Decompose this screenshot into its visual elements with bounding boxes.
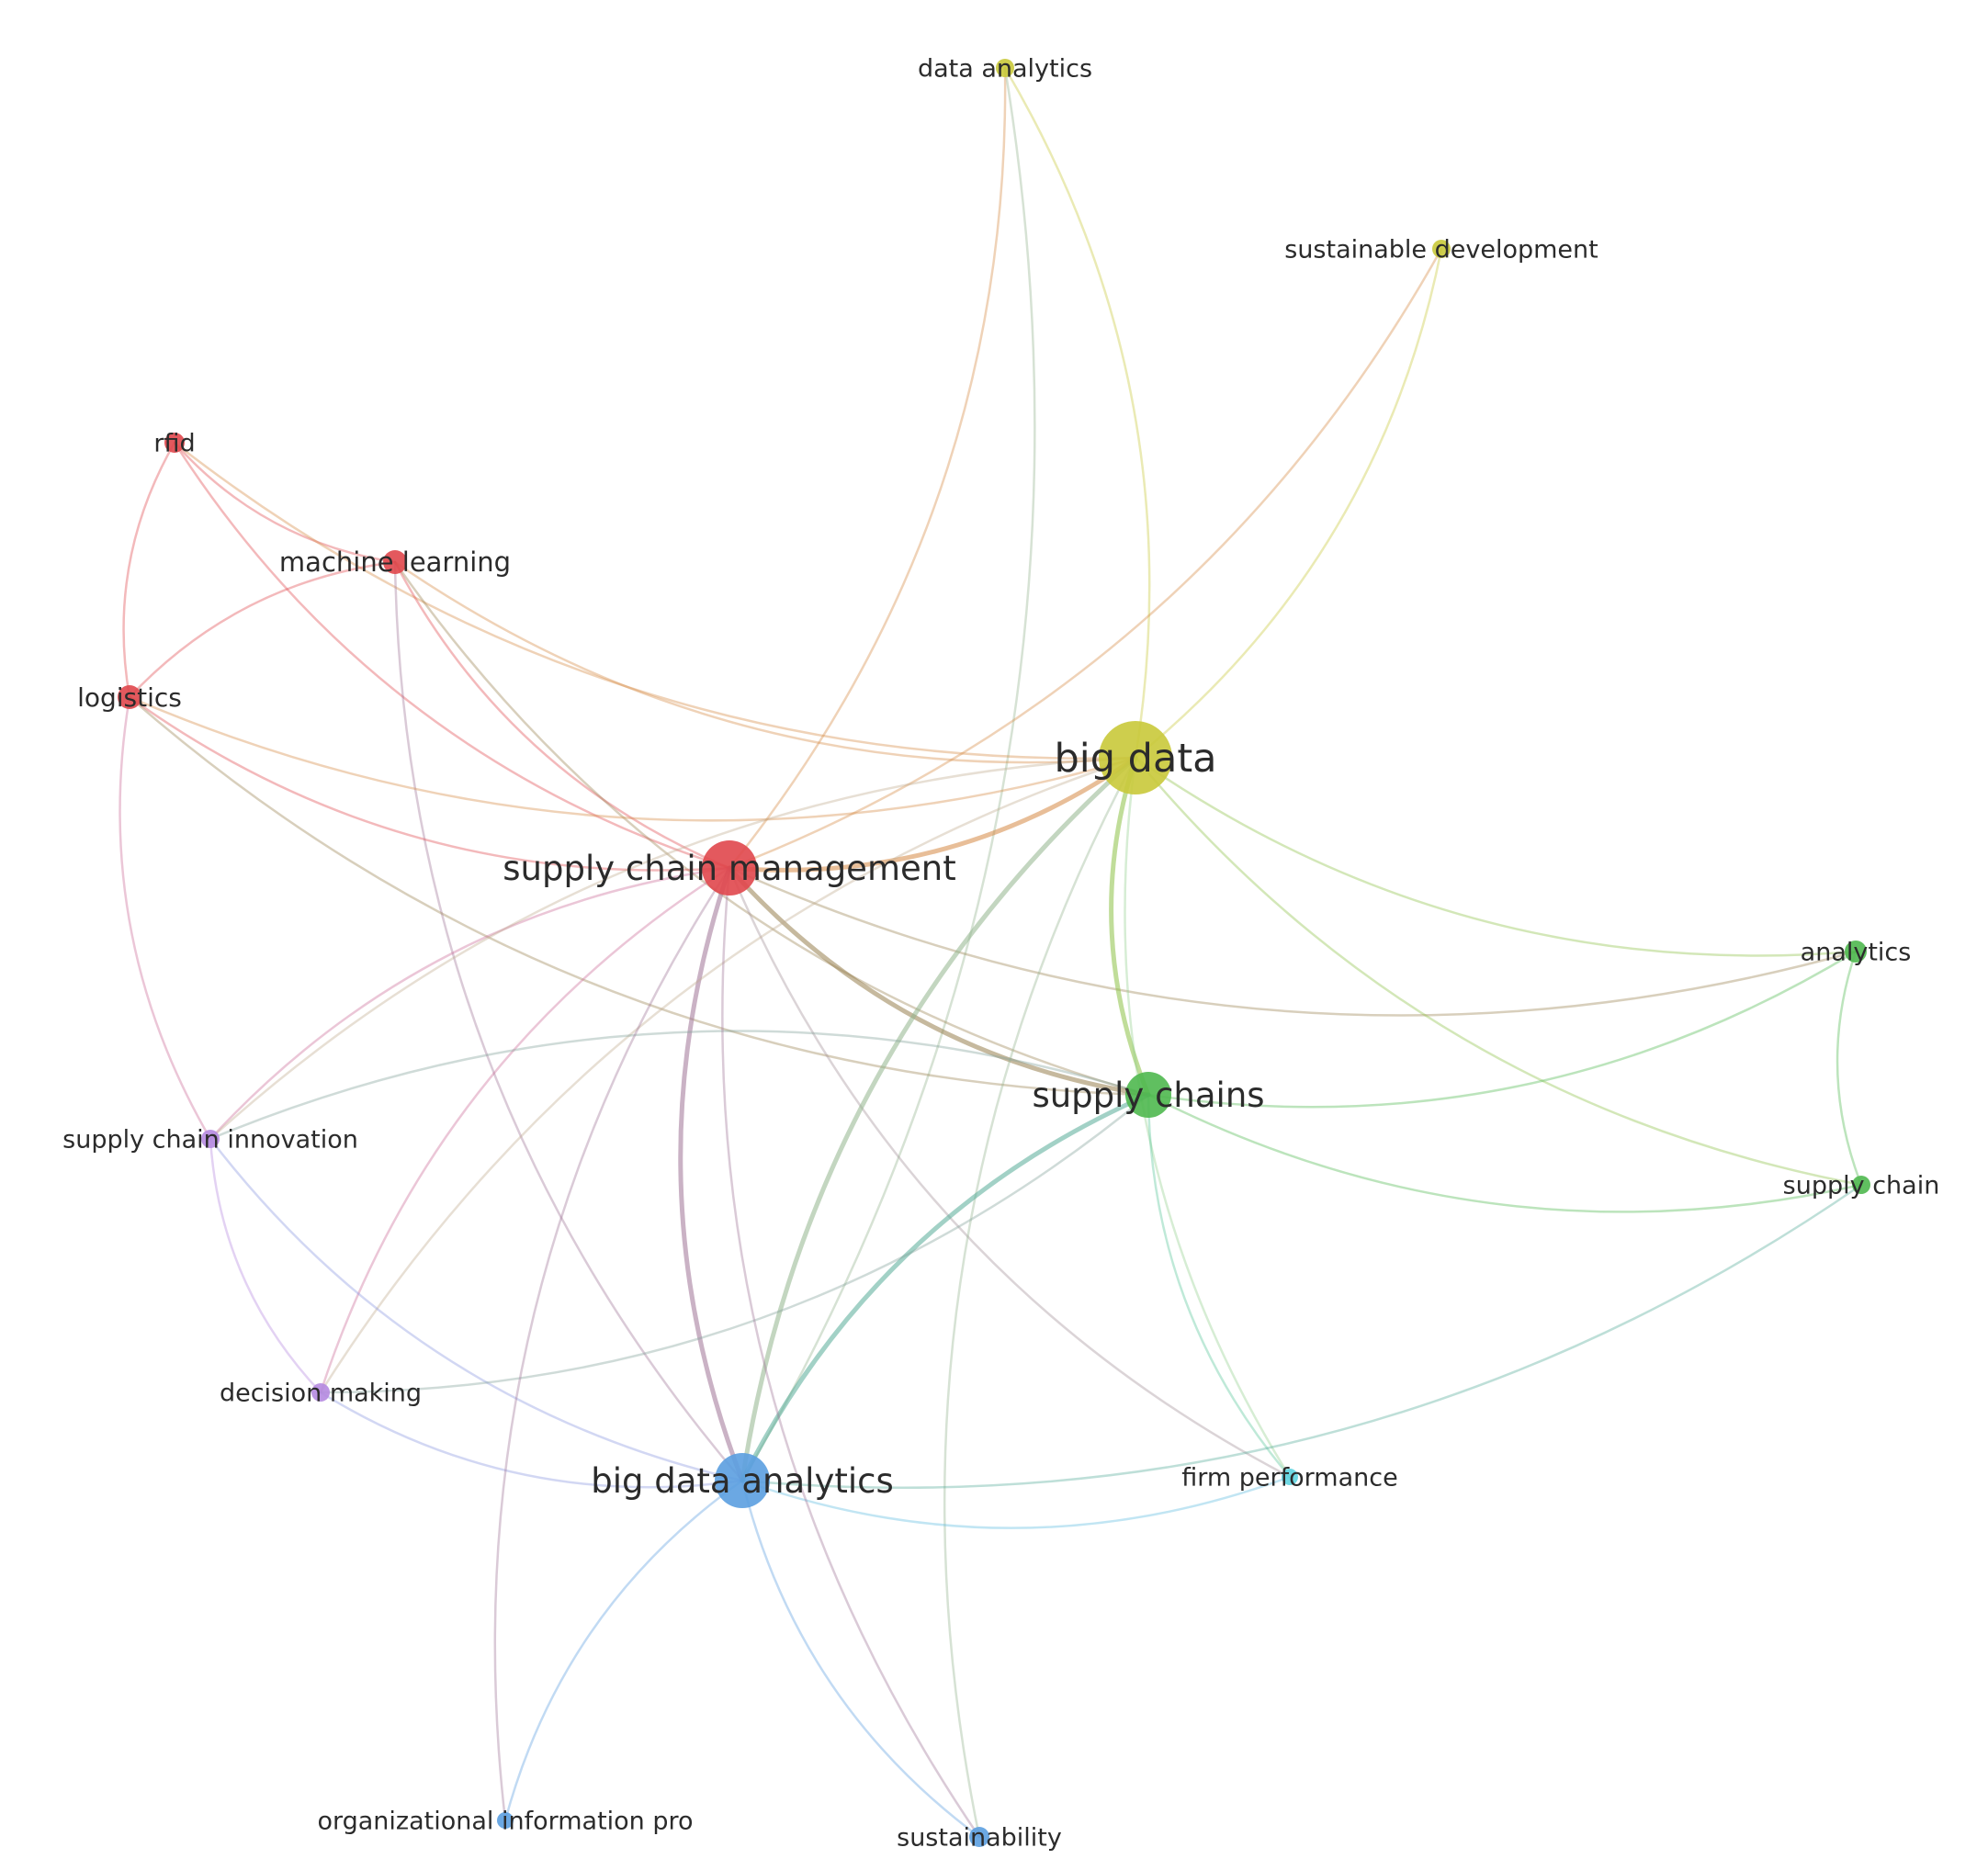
edge-supply-chain-management-supply-chain-innovation — [209, 866, 731, 1141]
edge-rfid-logistics — [122, 441, 176, 699]
edge-big-data-supply-chains — [1109, 755, 1151, 1098]
node-big-data[interactable] — [1099, 721, 1172, 794]
node-sustainability[interactable] — [969, 1827, 989, 1847]
node-supply-chain-management[interactable] — [702, 840, 757, 896]
edge-big-data-firm-performance — [1124, 756, 1292, 1479]
node-label-big-data: big data — [1054, 736, 1216, 782]
node-label-supply-chain-innovation: supply chain innovation — [62, 1125, 358, 1154]
edge-logistics-supply-chain-innovation — [119, 695, 212, 1141]
edge-supply-chain-management-sustainable-development — [728, 247, 1443, 870]
edge-big-data-analytics-organizational-information-pro — [503, 1479, 744, 1822]
node-label-supply-chain-management: supply chain management — [503, 849, 955, 888]
node-label-supply-chain: supply chain — [1783, 1171, 1940, 1200]
node-machine-learning[interactable] — [383, 550, 407, 574]
edge-big-data-sustainability — [943, 756, 1137, 1839]
edge-big-data-analytics-supply-chain — [740, 1183, 1863, 1489]
edge-supply-chain-management-sustainability — [721, 866, 981, 1839]
edge-big-data-sustainable-development — [1134, 247, 1443, 760]
edge-supply-chain-management-big-data-analytics — [678, 865, 745, 1483]
node-analytics[interactable] — [1845, 941, 1867, 963]
edge-big-data-analytics — [1134, 756, 1858, 957]
edge-rfid-supply-chain-management — [173, 441, 731, 870]
edge-supply-chains-supply-chain — [1146, 1093, 1863, 1213]
node-label-decision-making: decision making — [220, 1379, 422, 1407]
edge-supply-chains-supply-chain-innovation — [209, 1030, 1150, 1141]
edge-big-data-analytics-data-analytics — [740, 66, 1036, 1482]
node-organizational-information-pro[interactable] — [497, 1812, 514, 1829]
node-firm-performance[interactable] — [1282, 1469, 1298, 1485]
edge-machine-learning-supply-chains — [393, 560, 1150, 1097]
edge-rfid-machine-learning — [173, 441, 397, 564]
edge-big-data-decision-making — [319, 756, 1137, 1394]
edge-big-data-analytics-sustainability — [740, 1479, 981, 1839]
edge-supply-chain-management-firm-performance — [728, 866, 1292, 1479]
edge-big-data-big-data-analytics — [740, 755, 1138, 1483]
node-label-machine-learning: machine learning — [279, 546, 511, 578]
edge-supply-chain-management-decision-making — [319, 866, 731, 1394]
node-label-analytics: analytics — [1801, 938, 1912, 966]
edge-machine-learning-logistics — [128, 560, 397, 699]
edge-big-data-analytics-firm-performance — [740, 1475, 1292, 1529]
edge-rfid-big-data — [173, 441, 1137, 760]
node-label-big-data-analytics: big data analytics — [591, 1461, 894, 1501]
edge-supply-chains-analytics — [1146, 950, 1858, 1109]
edge-supply-chain-management-analytics — [728, 866, 1858, 1017]
edge-big-data-data-analytics — [1003, 66, 1151, 760]
edge-logistics-big-data — [128, 695, 1137, 822]
node-label-rfid: rfid — [153, 429, 195, 457]
node-label-supply-chains: supply chains — [1032, 1076, 1264, 1115]
edge-machine-learning-supply-chain-management — [393, 560, 731, 870]
node-supply-chains[interactable] — [1125, 1072, 1171, 1118]
edge-supply-chain-innovation-big-data-analytics — [209, 1137, 744, 1482]
edge-machine-learning-big-data — [393, 560, 1137, 764]
node-supply-chain-innovation[interactable] — [201, 1130, 220, 1148]
edges-layer — [119, 66, 1863, 1839]
edge-analytics-supply-chain — [1836, 950, 1863, 1187]
node-label-data-analytics: data analytics — [918, 54, 1092, 83]
edge-decision-making-supply-chains — [319, 1093, 1150, 1394]
edge-machine-learning-big-data-analytics — [393, 560, 744, 1482]
edge-big-data-supply-chain — [1134, 756, 1863, 1187]
edge-supply-chains-firm-performance — [1146, 1093, 1292, 1479]
edge-supply-chain-management-supply-chains — [727, 865, 1151, 1098]
edge-supply-chain-management-organizational-information-pro — [493, 866, 731, 1822]
node-rfid[interactable] — [164, 433, 185, 453]
edge-supply-chains-big-data-analytics — [740, 1092, 1151, 1483]
node-label-logistics: logistics — [77, 682, 182, 713]
edge-logistics-supply-chains — [128, 695, 1150, 1097]
node-decision-making[interactable] — [311, 1383, 330, 1402]
node-label-sustainable-development: sustainable development — [1284, 235, 1598, 264]
edge-supply-chain-management-big-data — [727, 755, 1138, 873]
node-supply-chain[interactable] — [1852, 1176, 1870, 1194]
edge-big-data-supply-chain-innovation — [209, 756, 1137, 1141]
edge-logistics-supply-chain-management — [128, 695, 731, 872]
node-data-analytics[interactable] — [996, 59, 1014, 77]
nodes-layer — [118, 59, 1870, 1847]
node-label-sustainability: sustainability — [897, 1823, 1062, 1852]
node-label-firm-performance: firm performance — [1181, 1463, 1397, 1492]
node-sustainable-development[interactable] — [1432, 240, 1451, 258]
node-label-organizational-information-pro: organizational information pro — [317, 1807, 693, 1835]
node-big-data-analytics[interactable] — [715, 1453, 770, 1508]
node-logistics[interactable] — [118, 685, 141, 709]
edge-supply-chain-management-data-analytics — [728, 66, 1007, 870]
edge-supply-chain-innovation-decision-making — [209, 1137, 322, 1394]
labels-layer: data analytics sustainable development big… — [62, 54, 1939, 1852]
edge-decision-making-big-data-analytics — [319, 1391, 744, 1489]
